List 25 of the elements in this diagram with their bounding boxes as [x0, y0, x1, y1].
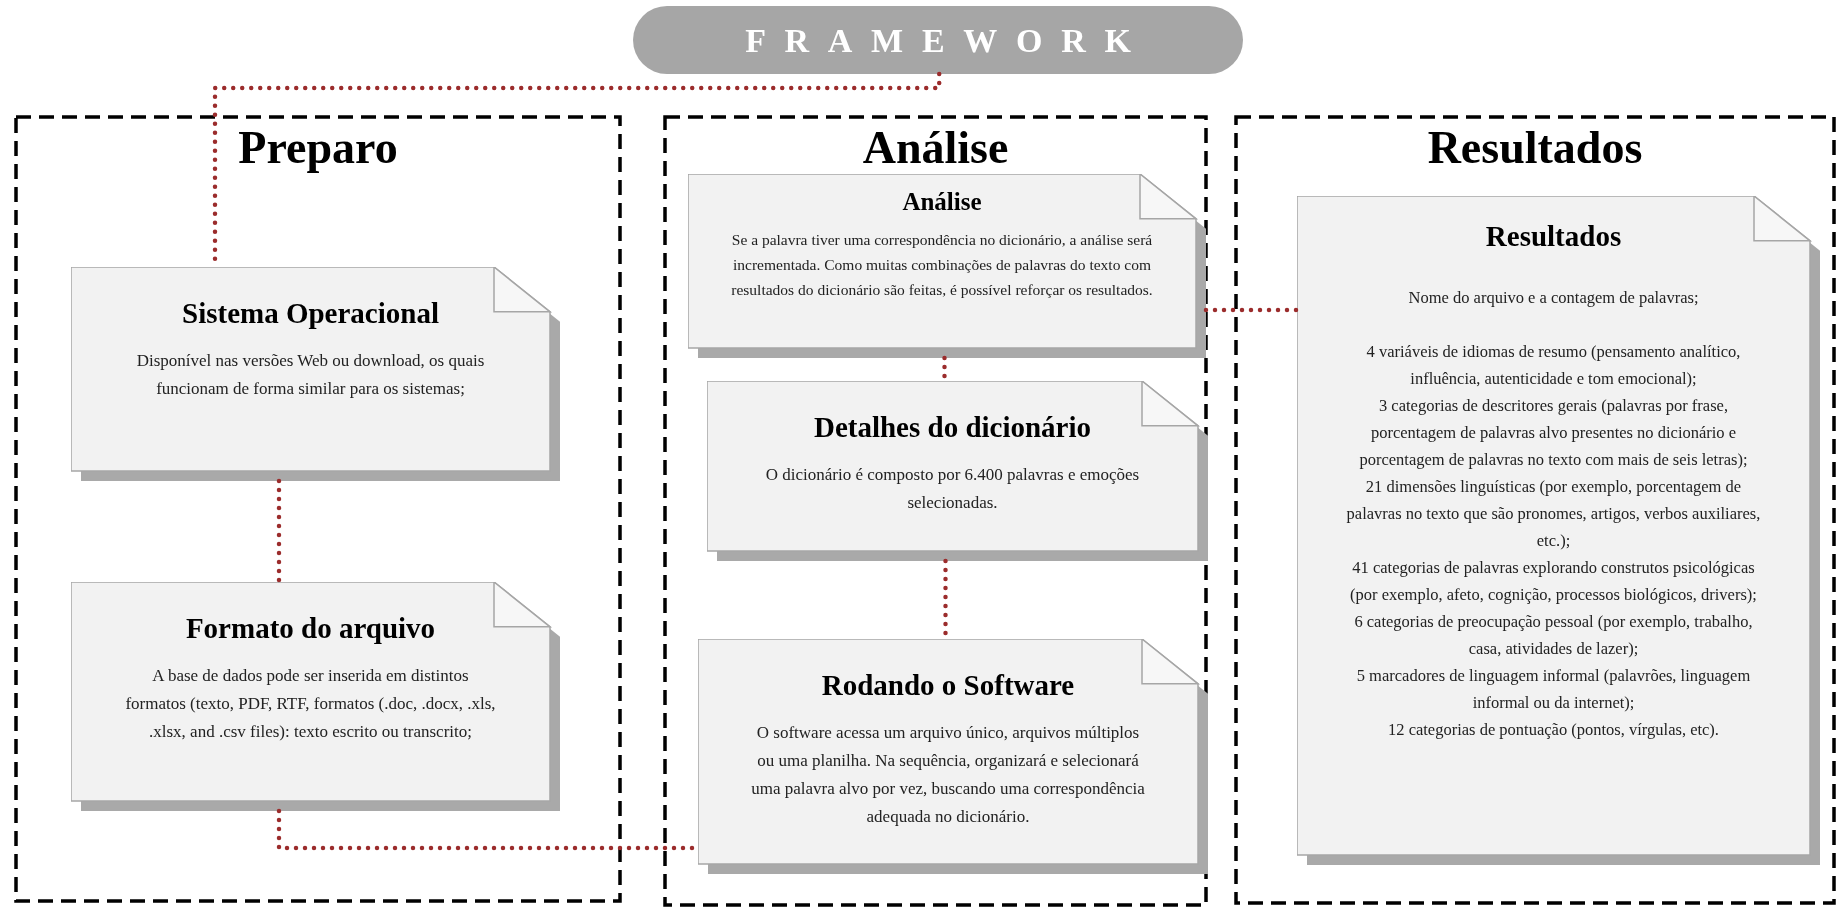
- group-heading: Resultados: [1427, 121, 1643, 175]
- note-text: 5 marcadores de linguagem informal (palavrões, linguagem informal ou da internet);: [1355, 665, 1752, 715]
- note-text: O software acessa um arquivo único, arquivos múltiplos ou uma planilha. Na sequência, organizará e selecionará uma palavra alvo por vez, buscando uma correspondência adequada no dicionário.: [750, 722, 1146, 829]
- note-text: Disponível nas versões Web ou download, os quais funcionam de forma similar para os sistemas;: [135, 350, 486, 401]
- note-text: 21 dimensões linguísticas (por exemplo, porcentagem de palavras no texto que são pronomes, artigos, verbos auxiliares, etc.);: [1345, 476, 1762, 553]
- note-text: 41 categorias de palavras explorando construtos psicológicas (por exemplo, afeto, cognição, processos biológicos, drivers);: [1349, 557, 1758, 607]
- note-text: 12 categorias de pontuação (pontos, vírgulas, etc).: [1388, 719, 1719, 742]
- note-text: O dicionário é composto por 6.400 palavras e emoções selecionadas.: [764, 464, 1141, 515]
- note-text: Nome do arquivo e a contagem de palavras;: [1408, 287, 1699, 310]
- note-heading: Detalhes do dicionário: [813, 410, 1092, 445]
- title-pill: FRAMEWORK: [633, 6, 1243, 74]
- note-text: 6 categorias de preocupação pessoal (por exemplo, trabalho, casa, atividades de lazer);: [1353, 611, 1754, 661]
- note-heading: Formato do arquivo: [185, 611, 436, 646]
- note-heading: Rodando o Software: [821, 668, 1075, 703]
- note-text: 3 categorias de descritores gerais (palavras por frase, porcentagem de palavras alvo presentes no dicionário e porcentagem de palavras no texto com mais de seis letras);: [1358, 395, 1749, 472]
- note-text: 4 variáveis de idiomas de resumo (pensamento analítico, influência, autenticidade e tom emocional);: [1365, 341, 1742, 391]
- note-heading: Resultados: [1485, 219, 1622, 254]
- note-text: Se a palavra tiver uma correspondência no dicionário, a análise será incrementada. Como muitas combinações de palavras do texto com resultados do dicionário são feitas, é possível reforçar os resultados.: [730, 230, 1154, 301]
- note-heading: Análise: [902, 187, 982, 217]
- dotted-connector: [1203, 307, 1300, 313]
- dotted-connector: [276, 478, 282, 585]
- note-heading: Sistema Operacional: [182, 296, 439, 331]
- group-heading: Análise: [862, 121, 1009, 175]
- note-text: A base de dados pode ser inserida em distintos formatos (texto, PDF, RTF, formatos (.doc, .docx, .xls, .xlsx, and .csv files): texto escrito ou transcrito;: [124, 665, 497, 744]
- group-heading: Preparo: [238, 121, 398, 175]
